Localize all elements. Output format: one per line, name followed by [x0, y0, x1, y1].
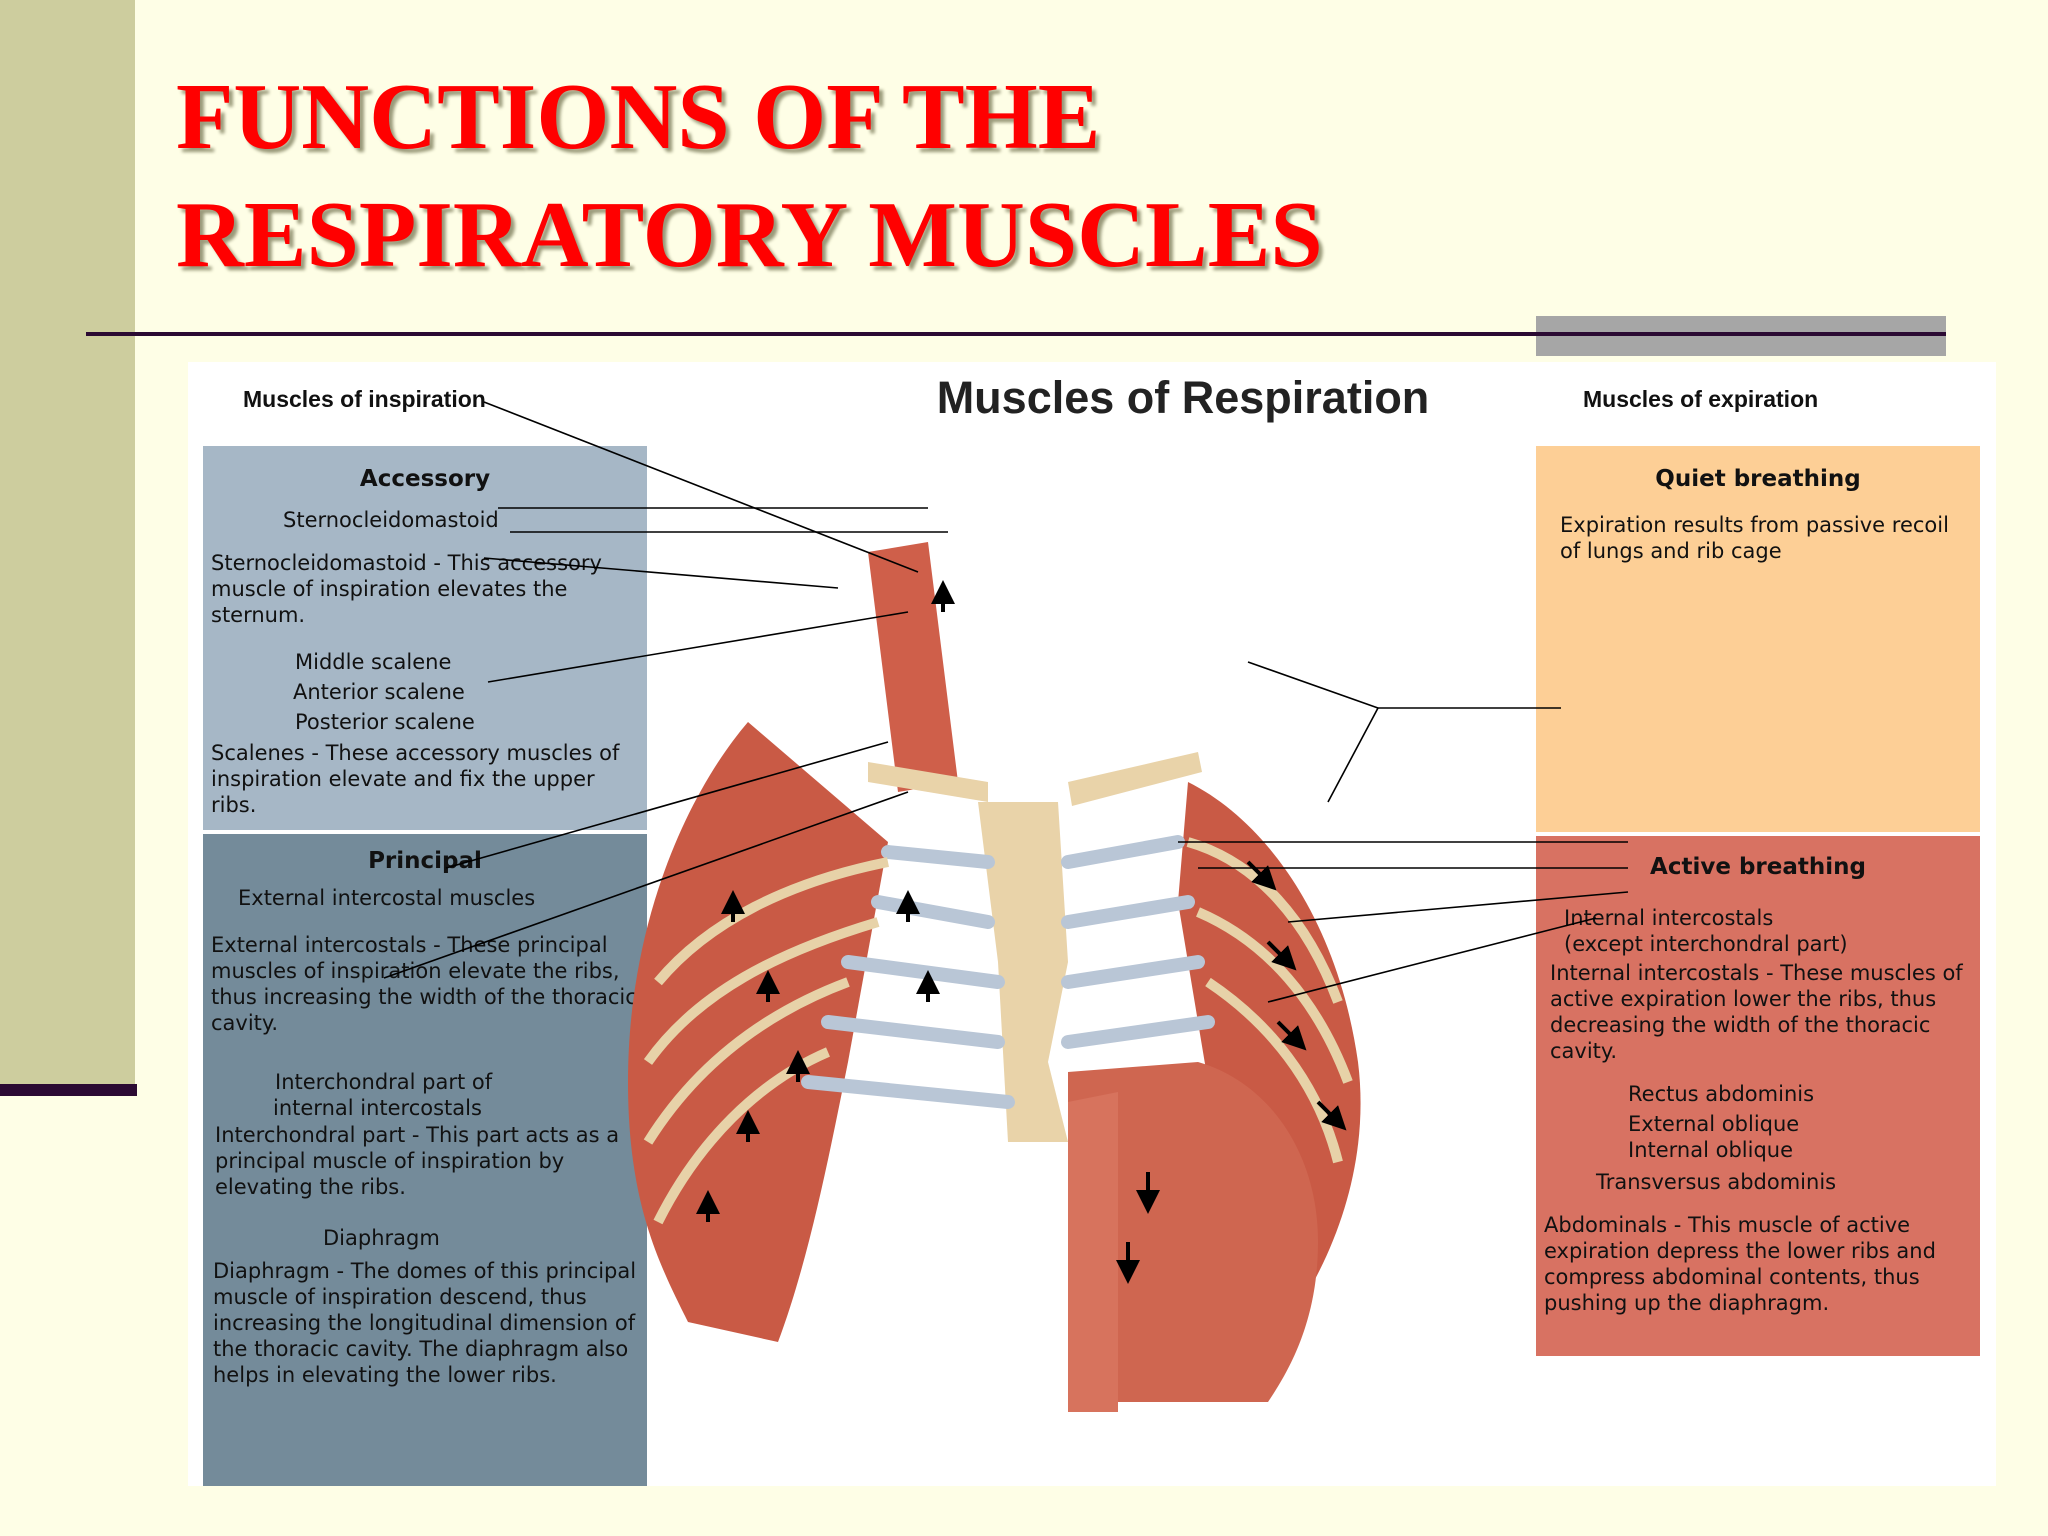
- expiration-header: Muscles of expiration: [1583, 386, 1819, 412]
- leader-lines: [383, 401, 1629, 1003]
- diaphragm-description: Diaphragm - The domes of this principal …: [213, 1259, 637, 1387]
- internal-intercostals-label-1: Internal intercostals: [1564, 906, 1774, 930]
- slide-title: FUNCTIONS OF THE RESPIRATORY MUSCLES: [176, 58, 1876, 294]
- title-divider: [86, 332, 1946, 336]
- quiet-heading: Quiet breathing: [1655, 466, 1861, 492]
- abdominal-wall: [1068, 1062, 1318, 1402]
- slide-sidebar-bar: [0, 0, 135, 1084]
- anterior-scalene-label: Anterior scalene: [293, 680, 465, 704]
- internal-intercostals-label-2: (except interchondral part): [1564, 932, 1848, 956]
- scm-description: Sternocleidomastoid - This accessory mus…: [211, 551, 602, 627]
- quiet-breathing-panel: Quiet breathing Expiration results from …: [1536, 446, 1980, 832]
- rectus-abdominis: [1068, 1092, 1118, 1412]
- abdominals-description: Abdominals - This muscle of active expir…: [1544, 1213, 1936, 1315]
- interchondral-label-2: internal intercostals: [273, 1096, 482, 1120]
- middle-scalene-label: Middle scalene: [295, 650, 452, 674]
- scm-label: Sternocleidomastoid: [283, 508, 499, 532]
- clavicle-right: [1068, 752, 1202, 806]
- interchondral-description: Interchondral part - This part acts as a…: [215, 1123, 620, 1199]
- rule-accent-block: [1536, 316, 1946, 356]
- inspiration-arrows: [696, 580, 955, 1222]
- thorax-illustration: [383, 401, 1629, 1412]
- figure-title: Muscles of Respiration: [936, 372, 1430, 423]
- sidebar-edge: [0, 1084, 137, 1096]
- title-line-2: RESPIRATORY MUSCLES: [176, 183, 1323, 287]
- active-breathing-panel: Active breathing Internal intercostals (…: [1536, 836, 1980, 1356]
- respiration-figure: Muscles of inspiration Muscles of Respir…: [188, 362, 1996, 1486]
- internal-intercostals-description: Internal intercostals - These muscles of…: [1550, 961, 1963, 1063]
- accessory-panel: Accessory Sternocleidomastoid Sternoclei…: [203, 446, 647, 830]
- external-intercostal-description: External intercostals - These principal …: [211, 933, 637, 1035]
- clavicle-left: [868, 762, 988, 802]
- principal-heading: Principal: [368, 848, 482, 874]
- active-heading: Active breathing: [1650, 854, 1866, 880]
- scalenes-description: Scalenes - These accessory muscles of in…: [211, 741, 620, 817]
- accessory-heading: Accessory: [359, 466, 491, 492]
- external-oblique-label: External oblique: [1628, 1112, 1800, 1136]
- expiration-arrows: [1116, 860, 1347, 1284]
- external-intercostal-label: External intercostal muscles: [238, 886, 536, 910]
- quiet-description: Expiration results from passive recoil o…: [1560, 513, 1949, 563]
- rectus-abdominis-label: Rectus abdominis: [1628, 1082, 1815, 1106]
- posterior-scalene-label: Posterior scalene: [295, 710, 475, 734]
- internal-oblique-label: Internal oblique: [1628, 1138, 1794, 1162]
- title-line-1: FUNCTIONS OF THE: [176, 65, 1101, 169]
- interchondral-label-1: Interchondral part of: [275, 1070, 493, 1094]
- inspiration-header: Muscles of inspiration: [243, 386, 486, 412]
- rib-bones: [643, 837, 1353, 1225]
- sternocleidomastoid: [868, 542, 958, 792]
- transversus-abdominis-label: Transversus abdominis: [1596, 1170, 1837, 1194]
- diaphragm-label: Diaphragm: [323, 1226, 440, 1250]
- principal-panel: Principal External intercostal muscles E…: [203, 834, 647, 1486]
- sternum: [978, 802, 1068, 1142]
